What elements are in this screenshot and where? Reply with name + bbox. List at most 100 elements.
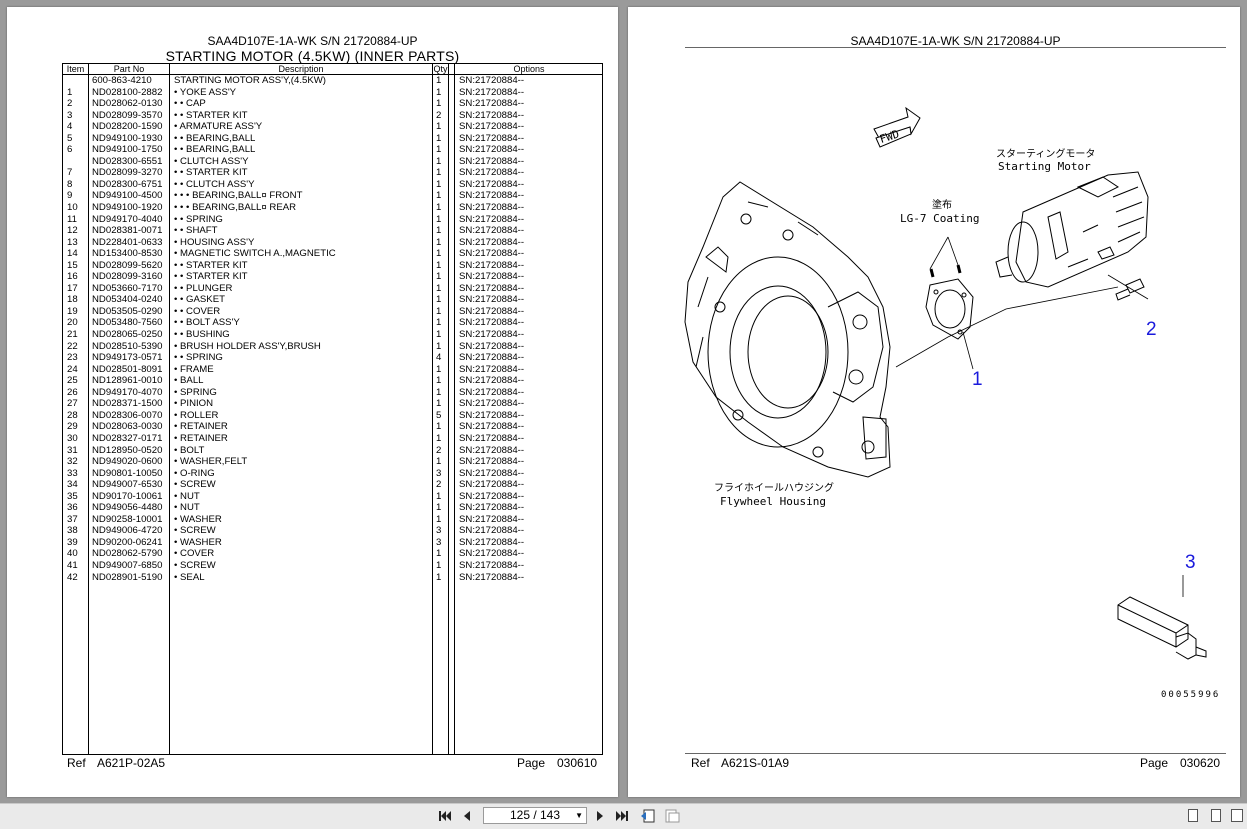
part-no-cell: ND949170-4070 bbox=[92, 386, 163, 398]
description-cell: • • STARTER KIT bbox=[174, 167, 248, 179]
part-no-cell: ND028065-0250 bbox=[92, 329, 163, 341]
item-cell: 5 bbox=[67, 132, 73, 144]
part-no-cell: ND028099-5620 bbox=[92, 259, 163, 271]
description-cell: • WASHER bbox=[174, 513, 222, 525]
header-part-no: Part No bbox=[113, 64, 145, 74]
item-cell: 17 bbox=[67, 282, 78, 294]
options-cell: SN:21720884-- bbox=[459, 202, 525, 214]
item-cell: 11 bbox=[67, 213, 77, 225]
qty-cell: 1 bbox=[436, 202, 442, 214]
parts-table: Item Part No Description Qty Options 600… bbox=[62, 63, 603, 755]
qty-cell: 3 bbox=[436, 467, 442, 479]
drawing-number: 00055996 bbox=[1161, 690, 1220, 700]
item-cell: 29 bbox=[67, 421, 78, 433]
continuous-icon[interactable] bbox=[1211, 809, 1221, 822]
starting-motor-en-label: Starting Motor bbox=[998, 160, 1091, 173]
options-cell: SN:21720884-- bbox=[459, 86, 525, 98]
options-cell: SN:21720884-- bbox=[459, 375, 525, 387]
model-header: SAA4D107E-1A-WK S/N 21720884-UP bbox=[207, 34, 418, 48]
header-item: Item bbox=[66, 64, 85, 74]
tool-part-3-drawing bbox=[1117, 596, 1207, 660]
single-page-icon[interactable] bbox=[1188, 809, 1198, 822]
qty-cell: 2 bbox=[436, 444, 442, 456]
description-cell: • SCREW bbox=[174, 479, 216, 491]
part-no-cell: ND90200-06241 bbox=[92, 536, 163, 548]
description-cell: • • COVER bbox=[174, 305, 221, 317]
item-cell: 41 bbox=[67, 559, 78, 571]
options-cell: SN:21720884-- bbox=[459, 548, 525, 560]
description-cell: • • CLUTCH ASS'Y bbox=[174, 178, 255, 190]
options-cell: SN:21720884-- bbox=[459, 329, 525, 341]
qty-cell: 1 bbox=[436, 340, 442, 352]
facing-icon[interactable] bbox=[1231, 809, 1243, 822]
description-cell: • • BEARING,BALL bbox=[174, 132, 256, 144]
description-cell: • COVER bbox=[174, 548, 215, 560]
qty-cell: 5 bbox=[436, 409, 442, 421]
next-view-icon[interactable] bbox=[664, 808, 680, 824]
qty-cell: 1 bbox=[436, 86, 442, 98]
part-no-cell: ND053480-7560 bbox=[92, 317, 163, 329]
qty-cell: 1 bbox=[436, 259, 442, 271]
qty-cell: 1 bbox=[436, 398, 442, 410]
part-no-cell: ND949100-1920 bbox=[92, 202, 163, 214]
item-cell: 38 bbox=[67, 525, 78, 537]
qty-cell: 1 bbox=[436, 548, 442, 560]
exploded-diagram: FWD bbox=[684, 106, 1220, 700]
description-cell: • PINION bbox=[174, 398, 214, 410]
item-cell: 7 bbox=[67, 167, 73, 179]
qty-cell: 1 bbox=[436, 75, 442, 86]
item-cell: 9 bbox=[67, 190, 73, 202]
bolt-drawing bbox=[1115, 278, 1145, 301]
last-page-icon[interactable] bbox=[614, 808, 630, 824]
chevron-down-icon[interactable]: ▼ bbox=[575, 811, 583, 820]
page-number-input[interactable]: 125 / 143 ▼ bbox=[483, 807, 587, 824]
next-page-icon[interactable] bbox=[592, 808, 608, 824]
part-no-cell: ND053660-7170 bbox=[92, 282, 163, 294]
part-no-cell: ND028510-5390 bbox=[92, 340, 163, 352]
page-label: Page bbox=[1140, 756, 1169, 770]
options-cell: SN:21720884-- bbox=[459, 282, 525, 294]
item-cell: 18 bbox=[67, 294, 78, 306]
description-cell: • • STARTER KIT bbox=[174, 259, 248, 271]
prev-page-icon[interactable] bbox=[459, 808, 475, 824]
flywheel-housing-drawing bbox=[684, 181, 891, 478]
options-cell: SN:21720884-- bbox=[459, 132, 525, 144]
qty-cell: 1 bbox=[436, 190, 442, 202]
qty-cell: 1 bbox=[436, 305, 442, 317]
part-no-cell: 600-863-4210 bbox=[92, 75, 152, 86]
part-no-cell: ND028062-5790 bbox=[92, 548, 163, 560]
part-no-cell: ND028100-2882 bbox=[92, 86, 163, 98]
description-cell: • ROLLER bbox=[174, 409, 219, 421]
options-cell: SN:21720884-- bbox=[459, 409, 525, 421]
description-cell: • CLUTCH ASS'Y bbox=[174, 155, 249, 167]
qty-cell: 1 bbox=[436, 294, 442, 306]
description-cell: • WASHER bbox=[174, 536, 222, 548]
qty-cell: 2 bbox=[436, 479, 442, 491]
options-cell: SN:21720884-- bbox=[459, 421, 525, 433]
item-cell: 12 bbox=[67, 225, 78, 237]
description-cell: • HOUSING ASS'Y bbox=[174, 236, 255, 248]
prev-view-icon[interactable] bbox=[640, 808, 656, 824]
description-cell: • • BOLT ASS'Y bbox=[174, 317, 240, 329]
page-label: Page bbox=[517, 756, 546, 770]
description-cell: • • BUSHING bbox=[174, 329, 230, 341]
ref-label: Ref bbox=[67, 756, 86, 770]
options-cell: SN:21720884-- bbox=[459, 444, 525, 456]
options-cell: SN:21720884-- bbox=[459, 155, 525, 167]
first-page-icon[interactable] bbox=[437, 808, 453, 824]
description-cell: • • • BEARING,BALL¤ FRONT bbox=[174, 190, 303, 202]
